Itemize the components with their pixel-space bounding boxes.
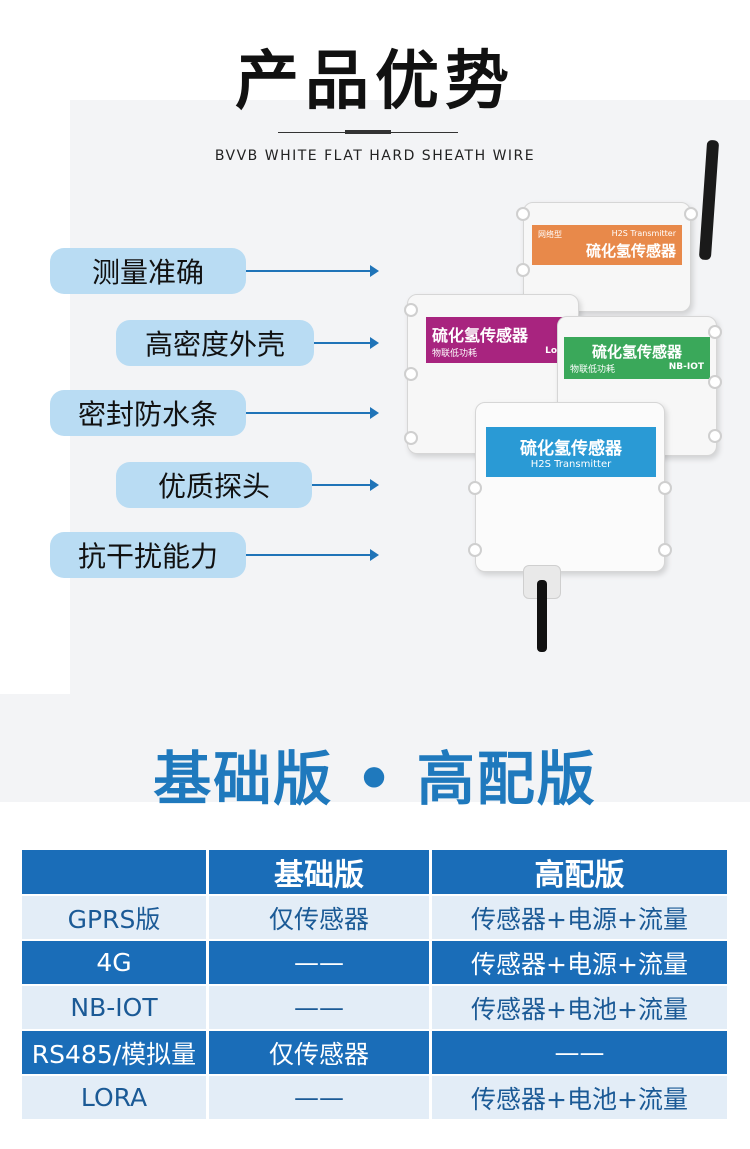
table-row: LORA —— 传感器+电池+流量 [22, 1076, 727, 1119]
table-cell: GPRS版 [22, 896, 206, 939]
device-orange-label: 网络型 H2S Transmitter 硫化氢传感器 [532, 225, 682, 265]
arrow-line [246, 554, 370, 556]
feature-waterproof-seal: 密封防水条 [50, 390, 379, 436]
mount-hole [516, 207, 530, 221]
device-tag: 网络型 [538, 230, 562, 239]
device-name: 硫化氢传感器 [432, 325, 529, 345]
device-name: 硫化氢传感器 [585, 242, 676, 260]
product-image: 网络型 H2S Transmitter 硫化氢传感器 硫化氢传感器 物联低功耗 … [395, 139, 740, 660]
table-row: 4G —— 传感器+电源+流量 [22, 941, 727, 984]
table-header-cell: 高配版 [432, 850, 727, 894]
table-cell: 4G [22, 941, 206, 984]
mount-hole [404, 367, 418, 381]
arrow-line [314, 342, 370, 344]
device-sub-left: 物联低功耗 [432, 348, 478, 359]
feature-label: 抗干扰能力 [50, 532, 246, 578]
arrow-icon [370, 407, 379, 419]
device-green: 硫化氢传感器 物联低功耗 NB-IOT [557, 316, 722, 456]
device-top-text: H2S Transmitter [611, 229, 676, 238]
cable [537, 580, 547, 652]
mount-hole [468, 543, 482, 557]
antenna [698, 139, 720, 261]
arrow-line [312, 484, 370, 486]
table-header-row: 基础版 高配版 [22, 850, 727, 894]
page-subtitle: BVVB WHITE FLAT HARD SHEATH WIRE [214, 148, 536, 164]
device-sub: H2S Transmitter [530, 459, 612, 470]
comparison-table: 基础版 高配版 GPRS版 仅传感器 传感器+电源+流量 4G —— 传感器+电… [19, 848, 730, 1121]
feature-anti-interference: 抗干扰能力 [50, 532, 379, 578]
table-cell: LORA [22, 1076, 206, 1119]
arrow-icon [370, 479, 379, 491]
table-header-cell: 基础版 [209, 850, 429, 894]
table-cell: NB-IOT [22, 986, 206, 1029]
mount-hole [404, 303, 418, 317]
table-cell: 传感器+电池+流量 [432, 1076, 727, 1119]
mount-hole [684, 207, 698, 221]
device-orange: 网络型 H2S Transmitter 硫化氢传感器 [516, 202, 698, 312]
mount-hole [468, 481, 482, 495]
arrow-icon [370, 337, 379, 349]
device-blue-label: 硫化氢传感器 H2S Transmitter [486, 427, 656, 477]
device-blue: 硫化氢传感器 H2S Transmitter [468, 402, 672, 572]
mount-hole [658, 543, 672, 557]
mount-hole [708, 325, 722, 339]
mount-hole [404, 431, 418, 445]
table-cell: 仅传感器 [209, 1031, 429, 1074]
device-name: 硫化氢传感器 [591, 343, 682, 361]
mount-hole [516, 263, 530, 277]
arrow-icon [370, 265, 379, 277]
table-cell: 传感器+电池+流量 [432, 986, 727, 1029]
feature-quality-probe: 优质探头 [116, 462, 379, 508]
section-background [0, 694, 750, 802]
device-green-label: 硫化氢传感器 物联低功耗 NB-IOT [564, 337, 710, 379]
device-sub-left: 物联低功耗 [570, 365, 616, 375]
feature-high-density-shell: 高密度外壳 [116, 320, 379, 366]
page-title: 产品优势 [235, 45, 515, 119]
table-cell: —— [209, 1076, 429, 1119]
table-row: NB-IOT —— 传感器+电池+流量 [22, 986, 727, 1029]
table-cell: 仅传感器 [209, 896, 429, 939]
table-cell: 传感器+电源+流量 [432, 896, 727, 939]
mount-hole [708, 375, 722, 389]
table-cell: RS485/模拟量 [22, 1031, 206, 1074]
mount-hole [658, 481, 672, 495]
feature-label: 高密度外壳 [116, 320, 314, 366]
table-cell: —— [432, 1031, 727, 1074]
title-divider-accent [345, 130, 391, 134]
feature-label: 测量准确 [50, 248, 246, 294]
table-header-cell [22, 850, 206, 894]
section-title: 基础版 • 高配版 [153, 745, 597, 813]
table-cell: —— [209, 986, 429, 1029]
mount-hole [708, 429, 722, 443]
device-name: 硫化氢传感器 [520, 439, 622, 459]
table-cell: 传感器+电源+流量 [432, 941, 727, 984]
table-row: RS485/模拟量 仅传感器 —— [22, 1031, 727, 1074]
arrow-line [246, 412, 370, 414]
device-sub-right: NB-IOT [668, 362, 704, 372]
table-row: GPRS版 仅传感器 传感器+电源+流量 [22, 896, 727, 939]
arrow-icon [370, 549, 379, 561]
arrow-line [246, 270, 370, 272]
device-purple-label: 硫化氢传感器 物联低功耗 LoRa [426, 317, 576, 363]
feature-measure-accuracy: 测量准确 [50, 248, 379, 294]
feature-label: 优质探头 [116, 462, 312, 508]
table-cell: —— [209, 941, 429, 984]
feature-label: 密封防水条 [50, 390, 246, 436]
